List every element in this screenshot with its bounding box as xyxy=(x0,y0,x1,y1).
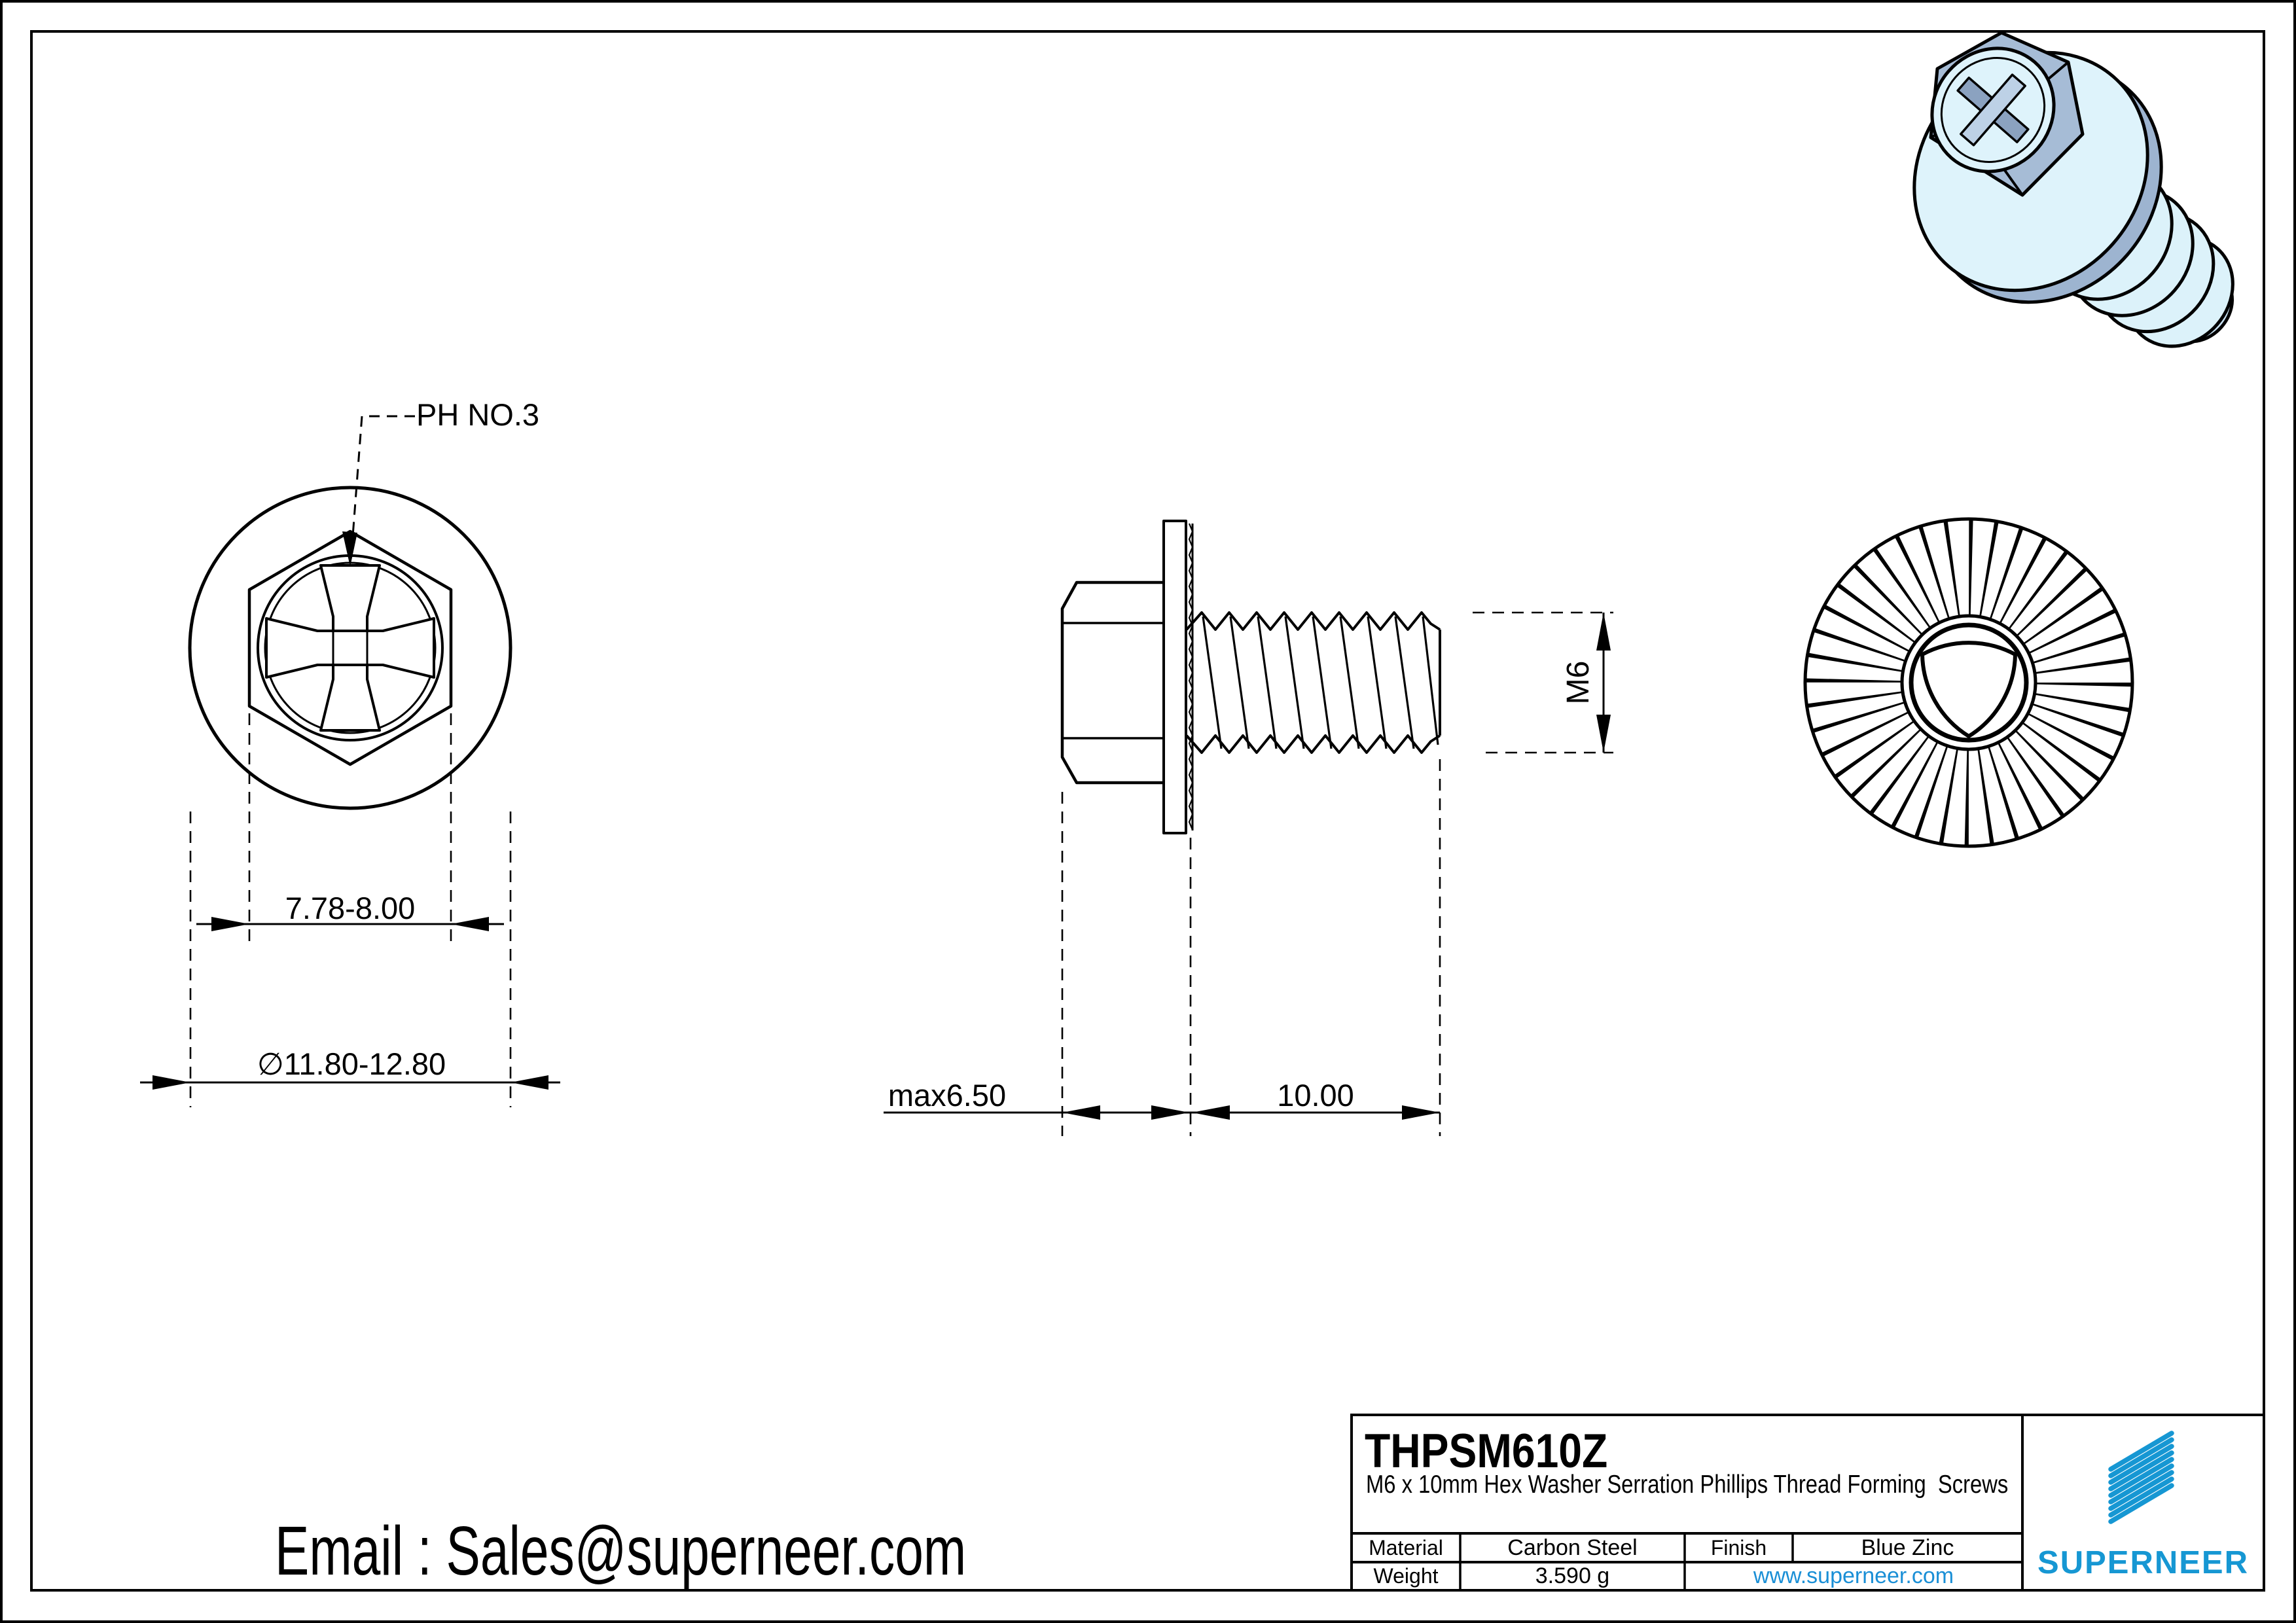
m6-dimension xyxy=(1473,611,1613,754)
head-chamfer-ring xyxy=(1940,57,2046,163)
hex-outline xyxy=(247,529,453,766)
serration-teeth xyxy=(1805,519,2132,846)
hex-width-label: 7.78-8.00 xyxy=(285,891,416,925)
recess-center-square xyxy=(332,630,368,666)
head-profile xyxy=(1060,580,1164,785)
finish-value: Blue Zinc xyxy=(1861,1535,1954,1560)
logo-stripes xyxy=(2108,1431,2174,1524)
front-view xyxy=(140,415,560,1107)
material-value: Carbon Steel xyxy=(1507,1535,1638,1560)
hex-edge xyxy=(2001,166,2024,196)
hex-edge xyxy=(2046,61,2070,81)
head-height-label: max6.50 xyxy=(888,1078,1007,1113)
phillips-recess-3d xyxy=(1956,73,2030,147)
washer-flange xyxy=(1162,520,1187,834)
washer-outline xyxy=(188,486,512,810)
length-dimensions xyxy=(884,1105,1440,1120)
hex-width-dimension xyxy=(196,917,504,931)
brand-wordmark: SUPERNEER xyxy=(2037,1545,2249,1580)
thread-size-label: M6 xyxy=(1561,660,1596,705)
washer-diameter-label: ∅11.80-12.80 xyxy=(257,1046,446,1081)
title-block-lines xyxy=(1350,1414,2265,1592)
thread-profile xyxy=(1185,611,1441,754)
contact-email: Email : Sales@superneer.com xyxy=(275,1512,967,1590)
recess-leader xyxy=(342,415,415,567)
weight-value: 3.590 g xyxy=(1535,1563,1610,1588)
leader-arrowhead xyxy=(342,531,357,567)
part-description: M6 x 10mm Hex Washer Serration Phillips … xyxy=(1366,1471,2009,1499)
shank-ring-outer xyxy=(1900,614,2037,751)
washer-serration-edge xyxy=(1188,523,1194,830)
finish-label: Finish xyxy=(1710,1535,1767,1560)
phillips-recess xyxy=(265,564,435,732)
inner-border xyxy=(30,30,2265,1592)
thread-flank-lines xyxy=(1202,616,1439,749)
recess-label: PH NO.3 xyxy=(416,397,540,432)
part-number: THPSM610Z xyxy=(1365,1425,1608,1478)
washer-diameter-dimension xyxy=(140,1075,560,1090)
website-link[interactable]: www.superneer.com xyxy=(1753,1563,1954,1588)
shank-ring-inner xyxy=(1909,622,2029,743)
3d-preview xyxy=(1912,31,2234,348)
weight-label: Weight xyxy=(1373,1564,1439,1588)
material-label: Material xyxy=(1369,1535,1443,1560)
bottom-view xyxy=(1803,517,2134,848)
side-view xyxy=(884,520,1613,1136)
side-extension-lines xyxy=(1061,759,1441,1136)
trilobular-core xyxy=(1920,641,2018,739)
front-extension-lines xyxy=(189,713,512,1107)
thread-length-label: 10.00 xyxy=(1277,1078,1354,1113)
